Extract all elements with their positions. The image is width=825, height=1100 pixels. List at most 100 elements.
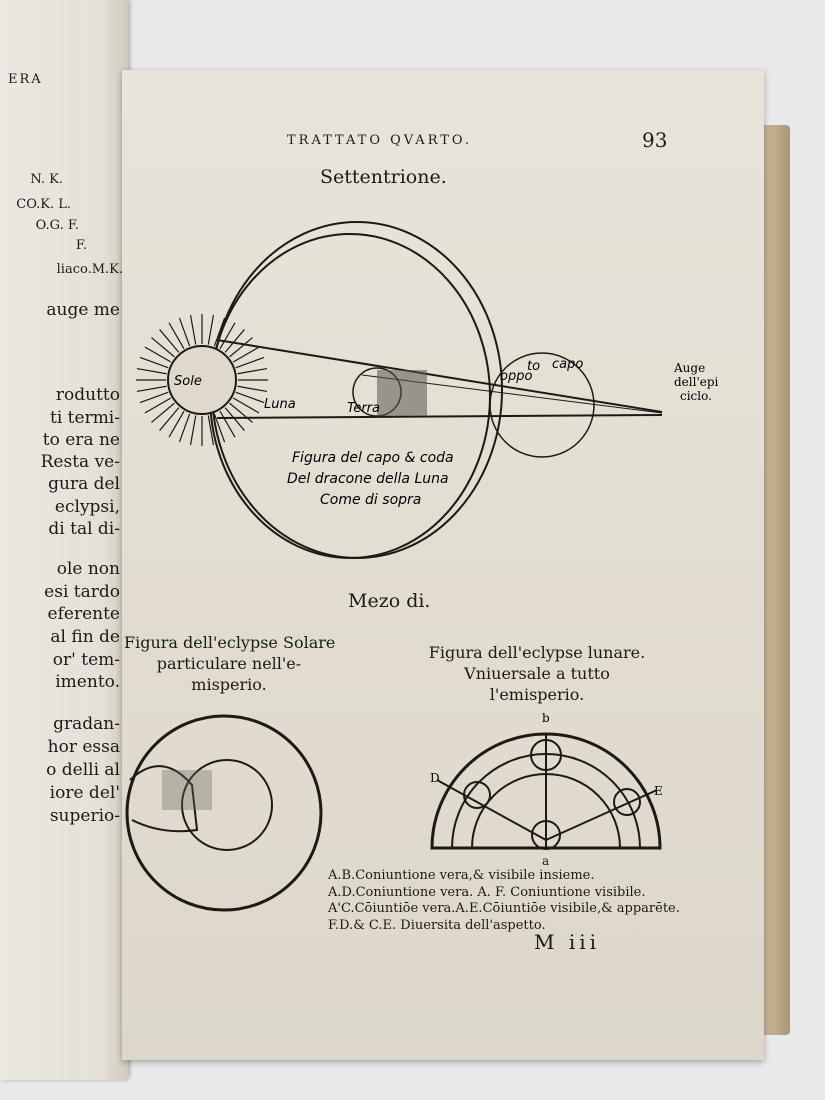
sun-ray [213, 413, 226, 443]
left-text-line: eclypsi, [54, 497, 120, 517]
legend-line: A.D.Coniuntione vera. A. F. Coniuntione … [328, 884, 646, 900]
legend-line: A'C.Cōiuntiōe vera.A.E.Cōiuntiōe visibil… [328, 901, 680, 916]
left-text-line: rodutto [55, 385, 120, 405]
sun-ray [151, 402, 175, 423]
left-text-line: esi tardo [44, 582, 120, 602]
left-text-line: N. K. [30, 172, 63, 187]
sun-ray [136, 385, 167, 393]
caption-line: Figura dell'eclypse lunare. [428, 643, 646, 662]
sun-ray [151, 337, 175, 358]
sun-ray [229, 337, 253, 358]
left-text-line: gradan- [53, 714, 120, 734]
sun-ray [237, 385, 268, 393]
heading-north: Settentrione. [320, 166, 447, 188]
sun-ray [168, 410, 185, 438]
label-capo: capo [552, 357, 583, 372]
left-page: ERA N. K. CO.K. L. O.G. F. F. liaco.M.K. auge… [0, 0, 128, 1080]
lunar-eclipse-caption: Figura dell'eclypse lunare. Vniuersale a… [422, 642, 652, 705]
caption-line-2: Del dracone della Luna [287, 471, 449, 487]
label-ciclo: ciclo. [680, 389, 712, 403]
caption-line: Vniuersale a tutto [464, 664, 610, 683]
sun-rays [136, 314, 268, 446]
earth-shadow [377, 370, 427, 416]
sun-ray [224, 407, 245, 431]
left-text-line: imento. [55, 672, 120, 692]
solar-eclipse-diagram [125, 714, 323, 912]
left-text-line: hor essa [47, 737, 120, 757]
left-text-line: to era ne [42, 430, 120, 450]
sun-face-icon [167, 345, 237, 415]
caption-line: Figura dell'eclypse Solare [124, 633, 336, 652]
sun-ray [219, 410, 236, 438]
lunar-eclipse-diagram: b D E [430, 711, 663, 850]
left-header: ERA [8, 72, 43, 87]
sun-ray [136, 367, 167, 375]
heading-south: Mezo di. [348, 590, 431, 612]
left-text-line: auge me [46, 300, 120, 320]
running-head: TRATTATO QVARTO. [287, 133, 472, 148]
left-text-line: ole non [56, 559, 120, 579]
sun-ray [159, 329, 180, 353]
sun-ray [178, 413, 191, 443]
left-text-line: eferente [47, 604, 120, 624]
label-auge: Auge [673, 361, 705, 375]
caption-line: misperio. [191, 675, 267, 694]
left-text-line: Resta ve- [40, 452, 120, 472]
solar-eclipse-caption: Figura dell'eclypse Solare particulare n… [124, 632, 336, 695]
sun-ray [232, 397, 260, 414]
sun-ray [189, 314, 197, 345]
sun-ray [235, 391, 265, 404]
left-text-line: or' tem- [52, 650, 120, 670]
left-text-line: O.G. F. [35, 218, 79, 233]
left-text-line: o delli al [46, 760, 120, 780]
point-e: E [654, 784, 663, 798]
left-text-line: ti termi- [50, 408, 120, 428]
sun-ray [207, 415, 215, 446]
signature-mark: M iii [534, 930, 601, 954]
left-text-line: superio- [49, 806, 120, 826]
legend-line: A.B.Coniuntione vera,& visibile insieme. [328, 868, 595, 883]
caption-line: particulare nell'e- [156, 654, 302, 673]
label-sole: Sole [174, 374, 202, 389]
legend-line: F.D.& C.E. Diuersita dell'aspetto. [328, 917, 546, 933]
sun-ray [144, 397, 172, 414]
legend: A.B.Coniuntione vera,& visibile insieme.… [328, 868, 680, 934]
sun-ray [237, 367, 268, 375]
sun-ray [159, 407, 180, 431]
point-b: b [542, 711, 550, 725]
label-oppo: oppo [500, 369, 532, 384]
left-text-line: CO.K. L. [16, 197, 71, 212]
sun-ray [213, 317, 226, 347]
sun-ray [139, 391, 169, 404]
left-text-line: gura del [48, 474, 120, 494]
left-text-line: di tal di- [48, 519, 120, 539]
eclipse-diagram-nodes: Sole Luna Terra oppo to capo Auge dell'e… [136, 221, 719, 559]
caption-line-3: Come di sopra [320, 492, 421, 508]
sun-ray [168, 322, 185, 350]
sun-ray [224, 329, 245, 353]
caption-line: l'emisperio. [489, 685, 585, 704]
sun-ray [229, 402, 253, 423]
book-edge [760, 125, 790, 1035]
label-epi: dell'epi [674, 375, 719, 389]
sun-ray [207, 314, 215, 345]
left-text-line: liaco.M.K. [56, 262, 123, 277]
sun-ray [178, 317, 191, 347]
sun-ray [139, 356, 169, 369]
label-luna: Luna [264, 397, 296, 412]
caption-line-1: Figura del capo & coda [292, 450, 454, 466]
label-to: to [527, 359, 540, 374]
sun-ray [235, 356, 265, 369]
sun-ray [144, 346, 172, 363]
label-terra: Terra [347, 401, 380, 416]
page-number: 93 [642, 128, 668, 152]
sun-ray [219, 322, 236, 350]
left-text-line: al fin de [50, 627, 120, 647]
left-text-line: iore del' [49, 783, 120, 803]
left-text-line: F. [75, 238, 87, 253]
point-d: D [430, 771, 440, 785]
right-page: TRATTATO QVARTO. 93 Settentrione. Sole L… [122, 70, 764, 1060]
sun-ray [232, 346, 260, 363]
sun-ray [189, 415, 197, 446]
point-a: a [542, 854, 550, 868]
